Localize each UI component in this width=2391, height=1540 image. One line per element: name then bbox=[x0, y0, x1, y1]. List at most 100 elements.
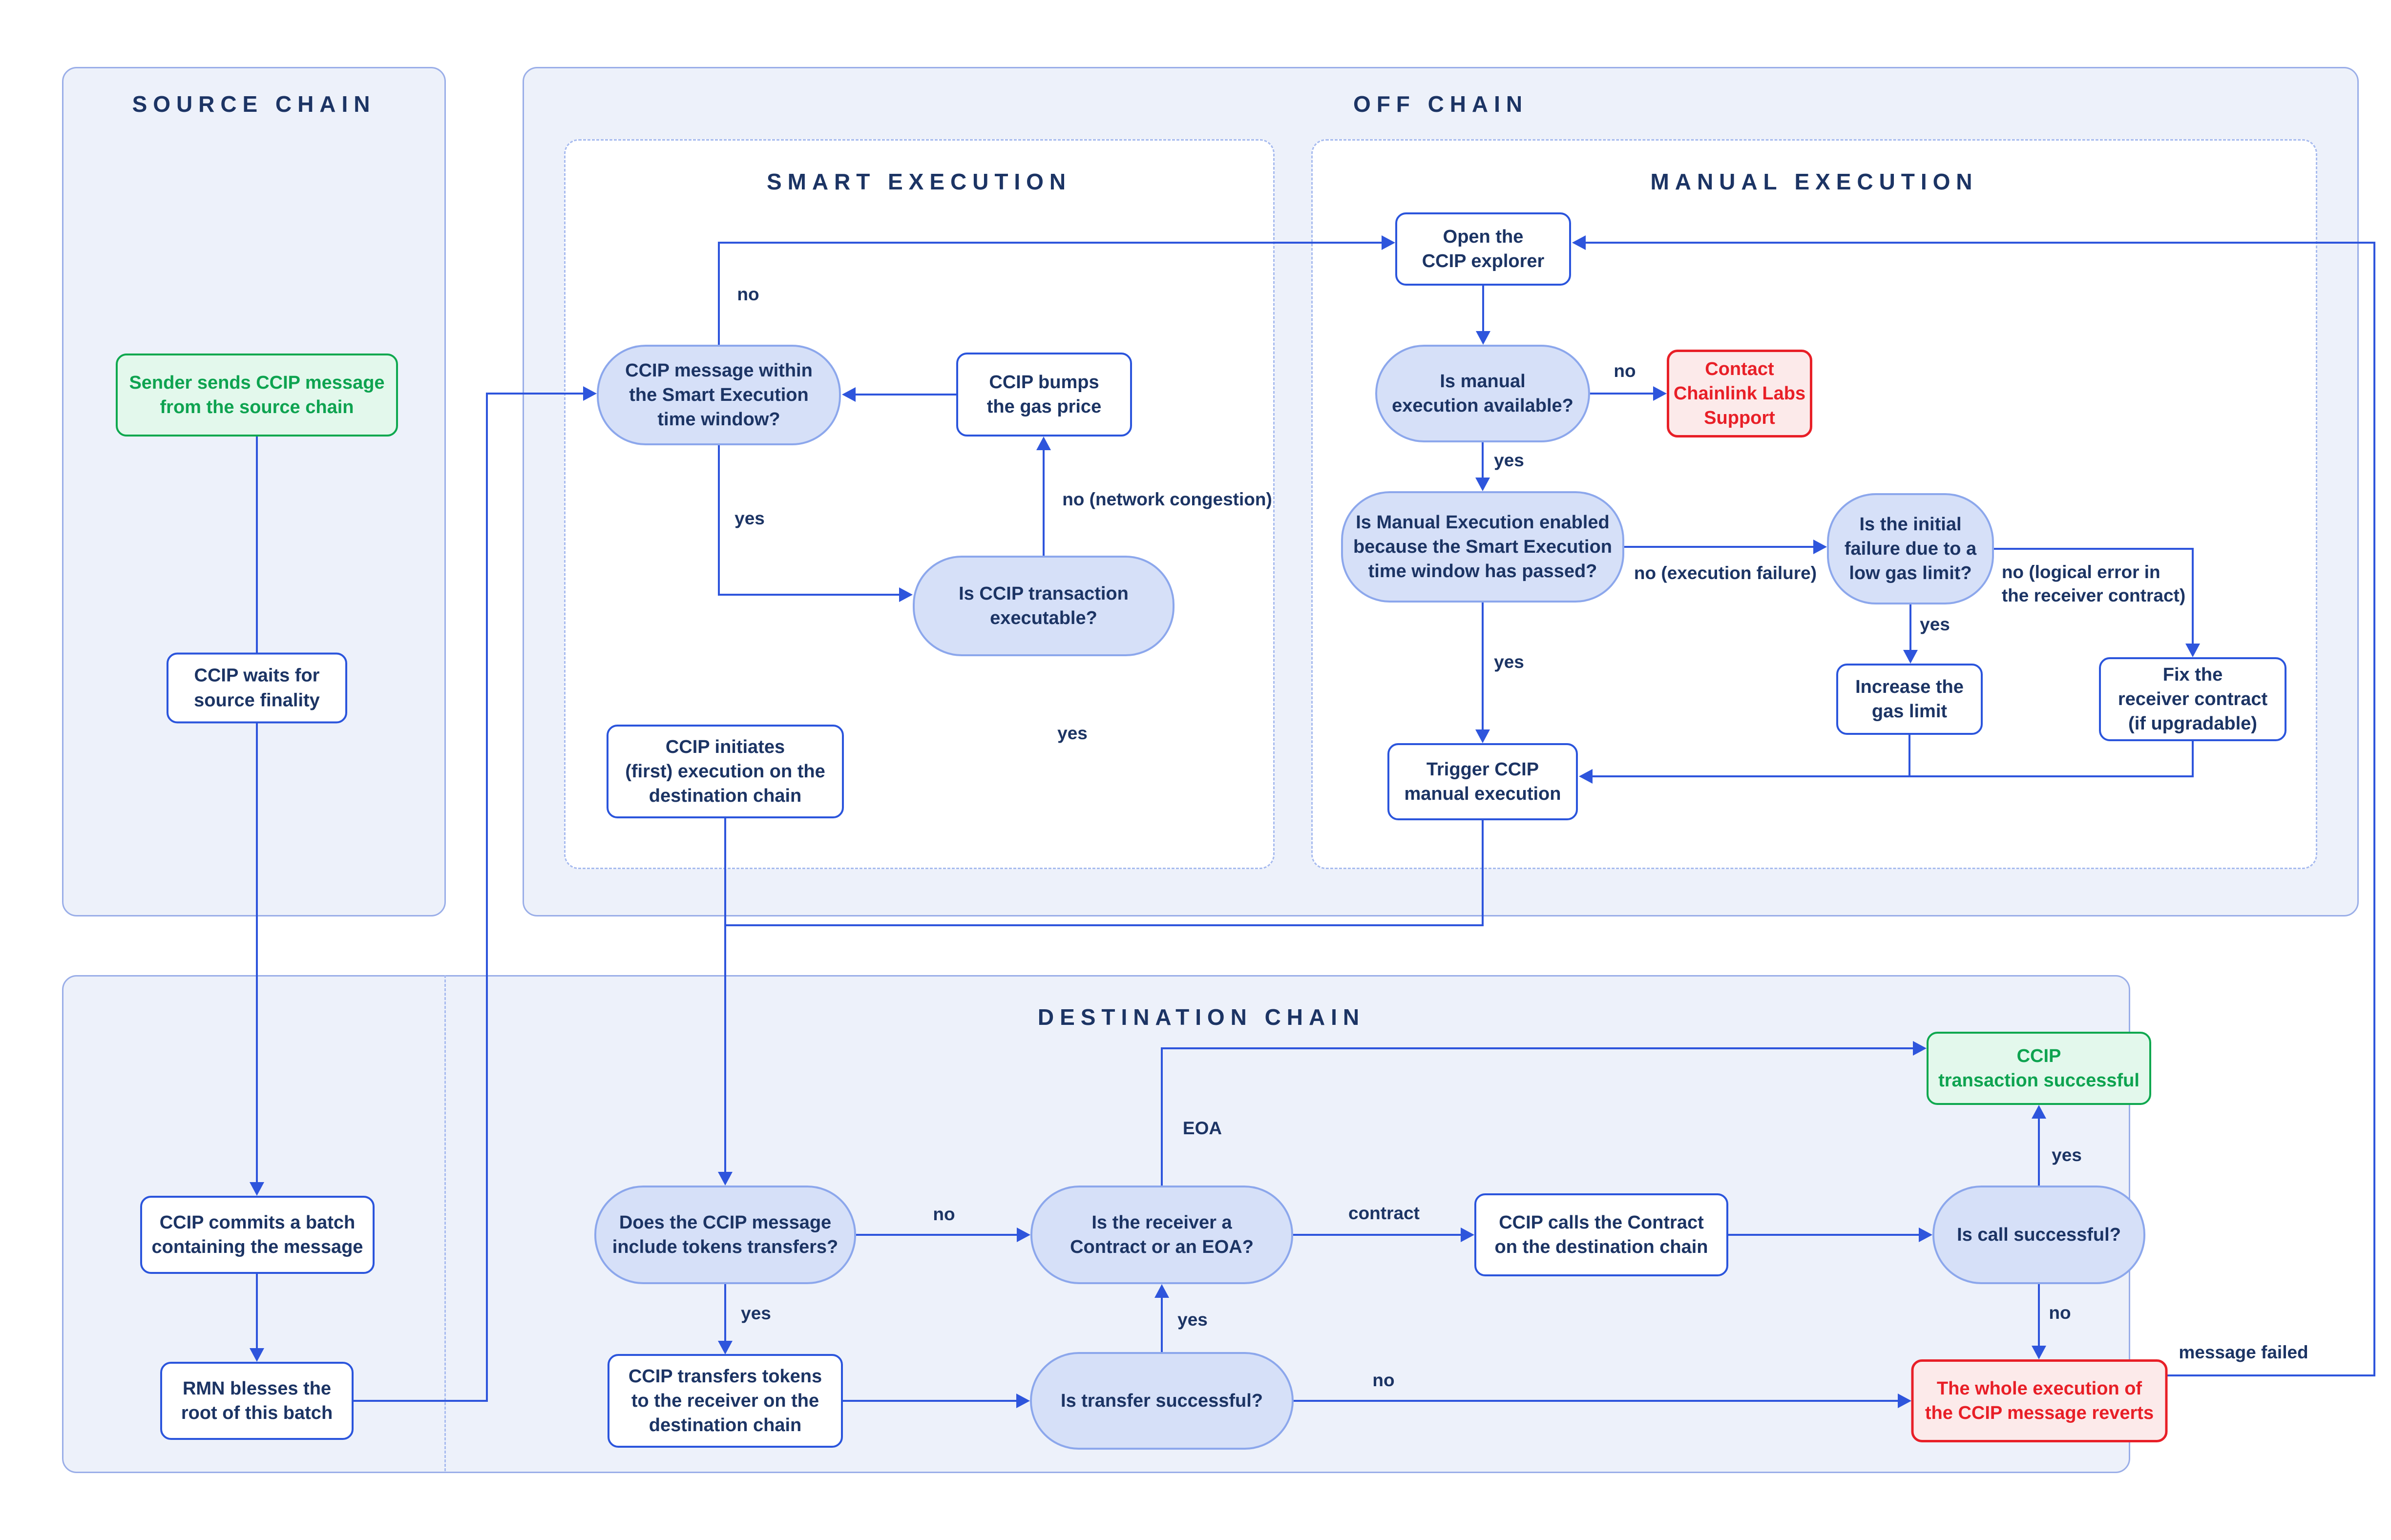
edge-segment bbox=[1293, 1400, 1900, 1402]
edge-segment bbox=[718, 242, 720, 346]
edge-segment bbox=[1909, 604, 1911, 652]
edge-segment bbox=[724, 817, 726, 1174]
edge-label: no (execution failure) bbox=[1634, 562, 1817, 583]
node-call-success: Is call successful? bbox=[1932, 1186, 2145, 1284]
arrowhead-up bbox=[2032, 1105, 2046, 1119]
edge-label: yes bbox=[1057, 723, 1088, 743]
edge-segment bbox=[2038, 1283, 2040, 1348]
node-initial-failure: Is the initial failure due to a low gas … bbox=[1827, 493, 1994, 604]
edge-label: no bbox=[1372, 1370, 1395, 1390]
arrowhead-right bbox=[1382, 235, 1395, 250]
edge-label: no bbox=[2049, 1302, 2071, 1323]
edge-label: no bbox=[933, 1204, 955, 1224]
node-transfer-success: Is transfer successful? bbox=[1030, 1352, 1294, 1450]
smart-execution-title: SMART EXECUTION bbox=[766, 169, 1072, 194]
node-commits-batch: CCIP commits a batch containing the mess… bbox=[140, 1196, 375, 1274]
node-sender-sends: Sender sends CCIP message from the sourc… bbox=[116, 354, 398, 437]
arrowhead-down bbox=[718, 1341, 733, 1354]
arrowhead-right bbox=[1016, 1394, 1030, 1408]
edge-segment bbox=[1993, 548, 2194, 550]
arrowhead-down bbox=[1903, 650, 1918, 664]
source-destination-divider bbox=[444, 975, 446, 1471]
node-calls-contract: CCIP calls the Contract on the destinati… bbox=[1474, 1193, 1728, 1276]
edge-segment bbox=[2192, 740, 2194, 777]
arrowhead-left bbox=[1579, 769, 1593, 784]
arrowhead-down bbox=[718, 1172, 733, 1186]
edge-label: no bbox=[1614, 360, 1636, 381]
edge-segment bbox=[1043, 448, 1045, 557]
edge-segment bbox=[1589, 393, 1655, 395]
arrowhead-right bbox=[1461, 1228, 1474, 1242]
arrowhead-right bbox=[1913, 1041, 1927, 1056]
edge-segment bbox=[2373, 242, 2375, 1376]
node-msg-within: CCIP message within the Smart Execution … bbox=[597, 345, 841, 445]
arrowhead-right bbox=[899, 587, 913, 602]
node-manual-enabled: Is Manual Execution enabled because the … bbox=[1341, 491, 1624, 603]
arrowhead-up bbox=[1036, 437, 1051, 450]
edge-segment bbox=[724, 1283, 726, 1343]
edge-label: yes bbox=[2052, 1145, 2082, 1165]
manual-execution-title: MANUAL EXECUTION bbox=[1650, 169, 1978, 194]
arrowhead-down bbox=[2185, 644, 2200, 657]
arrowhead-right bbox=[1813, 540, 1827, 554]
edge-label: yes bbox=[1177, 1309, 1208, 1330]
edge-segment bbox=[718, 444, 720, 596]
node-increase-gas: Increase the gas limit bbox=[1836, 664, 1983, 735]
arrowhead-up bbox=[1154, 1284, 1169, 1298]
edge-segment bbox=[486, 393, 488, 1402]
edge-label: yes bbox=[734, 508, 765, 528]
edge-segment bbox=[1482, 602, 1484, 731]
edge-segment bbox=[2038, 1117, 2040, 1186]
off-chain-title: OFF CHAIN bbox=[1353, 91, 1529, 117]
edge-segment bbox=[1482, 441, 1484, 479]
edge-segment bbox=[1161, 1296, 1163, 1353]
arrowhead-down bbox=[2032, 1346, 2046, 1359]
node-fix-receiver: Fix the receiver contract (if upgradable… bbox=[2099, 657, 2286, 741]
edge-label: message failed bbox=[2179, 1342, 2308, 1362]
edge-label: EOA bbox=[1182, 1118, 1222, 1138]
edge-label: no bbox=[737, 284, 759, 304]
node-bumps-gas: CCIP bumps the gas price bbox=[956, 353, 1132, 437]
arrowhead-right bbox=[583, 386, 597, 401]
edge-segment bbox=[1293, 1234, 1463, 1236]
edge-segment bbox=[1161, 1047, 1163, 1186]
arrowhead-right bbox=[1898, 1394, 1911, 1408]
edge-segment bbox=[1909, 733, 1910, 777]
edge-segment bbox=[718, 242, 1384, 244]
arrowhead-down bbox=[1475, 478, 1490, 491]
node-initiates: CCIP initiates (first) execution on the … bbox=[607, 725, 844, 818]
edge-segment bbox=[841, 1400, 1018, 1402]
node-transfers-tokens: CCIP transfers tokens to the receiver on… bbox=[608, 1354, 843, 1448]
arrowhead-down bbox=[1475, 729, 1490, 743]
node-rmn-blesses: RMN blesses the root of this batch bbox=[160, 1362, 354, 1440]
edge-segment bbox=[486, 393, 585, 395]
arrowhead-right bbox=[1653, 386, 1667, 401]
edge-label: no (logical error in the receiver contra… bbox=[2001, 562, 2186, 605]
edge-segment bbox=[2192, 548, 2194, 645]
edge-segment bbox=[1161, 1047, 1915, 1049]
node-open-explorer: Open the CCIP explorer bbox=[1395, 212, 1571, 286]
node-trigger-manual: Trigger CCIP manual execution bbox=[1387, 743, 1578, 820]
edge-segment bbox=[2166, 1374, 2375, 1376]
edge-segment bbox=[1482, 819, 1484, 926]
node-tokens-transfers: Does the CCIP message include tokens tra… bbox=[594, 1186, 856, 1284]
arrowhead-left bbox=[1572, 235, 1586, 250]
source-chain-title: SOURCE CHAIN bbox=[132, 91, 376, 117]
node-tx-successful: CCIP transaction successful bbox=[1927, 1032, 2151, 1105]
arrowhead-down bbox=[1476, 331, 1490, 345]
edge-segment bbox=[256, 1273, 258, 1350]
node-contact-support: Contact Chainlink Labs Support bbox=[1667, 350, 1812, 437]
edge-segment bbox=[256, 436, 258, 1184]
edge-segment bbox=[855, 1234, 1019, 1236]
node-executable: Is CCIP transaction executable? bbox=[913, 556, 1175, 656]
edge-label: no (network congestion) bbox=[1062, 489, 1272, 509]
edge-segment bbox=[1623, 546, 1815, 548]
edge-segment bbox=[1727, 1234, 1921, 1236]
edge-label: yes bbox=[1494, 450, 1524, 470]
edge-label: yes bbox=[741, 1303, 771, 1323]
destination-chain-title: DESTINATION CHAIN bbox=[1037, 1004, 1365, 1030]
arrowhead-left bbox=[842, 387, 856, 402]
edge-segment bbox=[1584, 242, 2375, 244]
node-manual-available: Is manual execution available? bbox=[1375, 345, 1590, 442]
